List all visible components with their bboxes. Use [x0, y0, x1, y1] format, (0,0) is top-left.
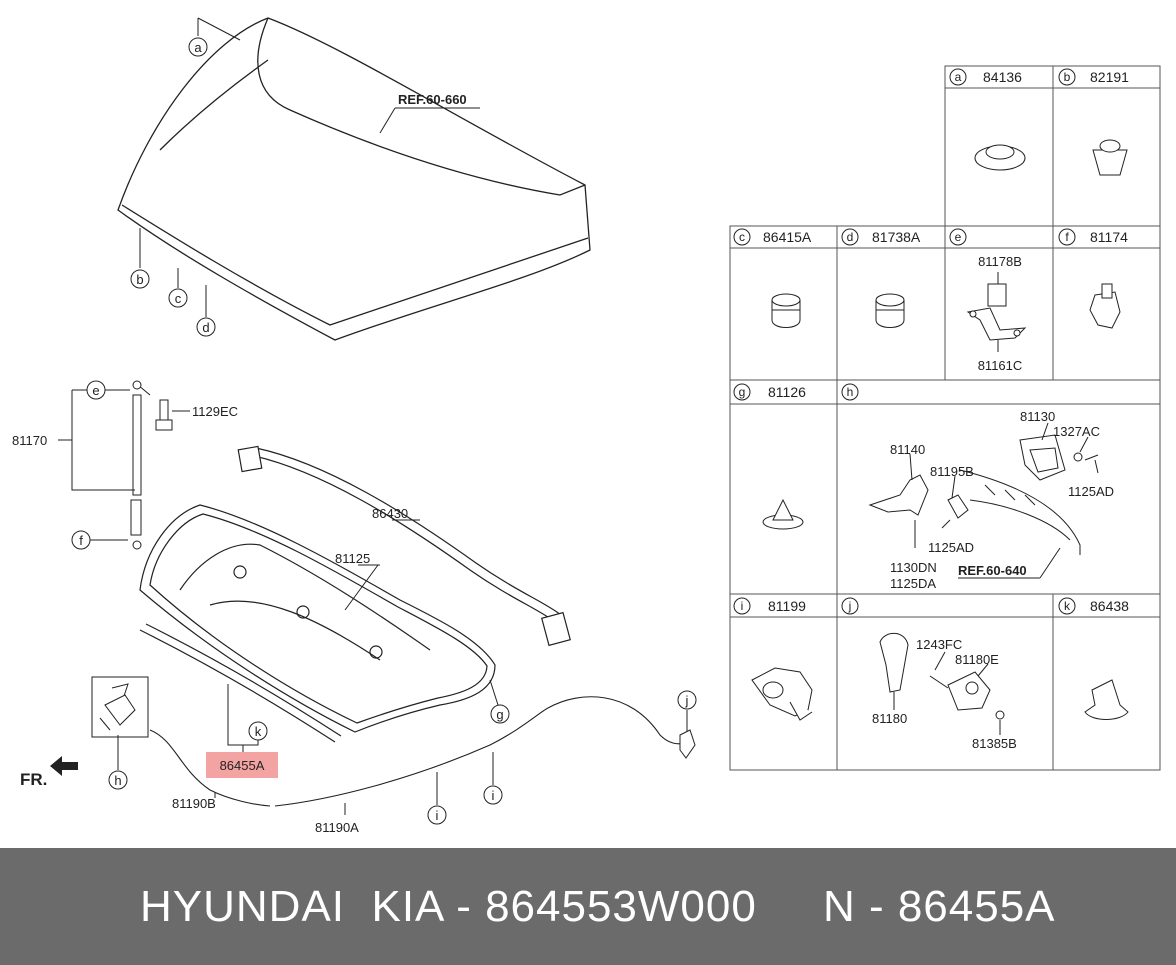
part-81125: 81125	[335, 551, 370, 566]
callout-i-lower: i	[436, 808, 439, 823]
table-code-81738A: 81738A	[872, 229, 921, 245]
callout-d: d	[202, 320, 209, 335]
callout-k: k	[255, 724, 262, 739]
callout-circles	[71, 37, 697, 825]
cable-clip-icon	[751, 667, 813, 721]
latch-assembly	[868, 434, 1099, 555]
table-letter-h: h	[847, 385, 854, 399]
front-arrow-icon	[50, 756, 78, 776]
table-h-1125AD-mid: 1125AD	[928, 540, 974, 555]
ref-hood-label: REF.60-660	[398, 92, 467, 107]
highlight-box	[206, 752, 278, 778]
table-letter-g: g	[739, 385, 746, 399]
footer-part-number: HYUNDAI KIA - 864553W000 N - 86455A	[140, 881, 1056, 931]
part-81190B: 81190B	[172, 796, 216, 811]
front-direction-label: FR.	[20, 770, 47, 789]
table-h-1125AD-right: 1125AD	[1068, 484, 1114, 499]
weatherstrip	[237, 445, 571, 647]
footer-bar: HYUNDAI KIA - 864553W000 N - 86455A	[0, 848, 1176, 965]
table-letter-k: k	[1064, 599, 1071, 613]
release-lever-icon	[879, 632, 1005, 720]
hood-lift-strut	[130, 380, 151, 550]
callout-i-upper: i	[492, 788, 495, 803]
part-86430: 86430	[372, 506, 408, 521]
callout-j: j	[685, 693, 689, 708]
table-e-81178B: 81178B	[978, 254, 1022, 269]
push-clip-icon	[762, 498, 804, 530]
table-letter-i: i	[741, 599, 744, 613]
table-letter-d: d	[847, 230, 854, 244]
table-j-81385B: 81385B	[972, 736, 1017, 751]
parts-table-grid	[729, 65, 1161, 771]
table-h-81130: 81130	[1020, 409, 1055, 424]
grommet-icon	[974, 144, 1026, 171]
callout-f: f	[79, 533, 83, 548]
table-code-81199: 81199	[768, 598, 806, 614]
hood-insulator-pad	[139, 504, 496, 733]
callout-c: c	[175, 291, 182, 306]
table-letter-e: e	[955, 230, 962, 244]
table-letter-a: a	[955, 70, 962, 84]
bolt-icon	[155, 399, 190, 431]
table-h-81195B: 81195B	[930, 464, 974, 479]
table-h-1130DN: 1130DN	[890, 560, 937, 575]
table-letter-j: j	[848, 599, 852, 613]
ref-latch-label: REF.60-640	[958, 563, 1027, 578]
callout-a: a	[194, 40, 202, 55]
table-j-81180: 81180	[872, 711, 907, 726]
table-code-81126: 81126	[768, 384, 806, 400]
callout-b: b	[136, 272, 143, 287]
table-code-81174: 81174	[1090, 229, 1128, 245]
bumper-icon-2	[875, 293, 905, 328]
part-81170: 81170	[12, 433, 47, 448]
highlighted-part-label: 86455A	[220, 758, 265, 773]
callout-h: h	[114, 773, 121, 788]
table-code-86438: 86438	[1090, 598, 1129, 614]
table-letter-circles	[733, 68, 1076, 615]
stopper-icon	[1092, 139, 1128, 176]
diagram-canvas: REF.60-660	[12, 17, 1161, 835]
release-handle-inset	[91, 676, 149, 738]
table-letter-b: b	[1064, 70, 1071, 84]
table-e-81161C: 81161C	[978, 358, 1023, 373]
table-letter-f: f	[1065, 230, 1069, 244]
table-code-82191: 82191	[1090, 69, 1129, 85]
parts-diagram: REF.60-660	[12, 17, 1161, 835]
part-1129EC: 1129EC	[192, 404, 238, 419]
table-code-86415A: 86415A	[763, 229, 812, 245]
strut-bracket-icon	[966, 283, 1027, 341]
clip-icon	[1089, 283, 1121, 329]
part-81190A: 81190A	[315, 820, 359, 835]
table-h-1327AC: 1327AC	[1053, 424, 1100, 439]
table-letter-c: c	[739, 230, 745, 244]
table-code-84136: 84136	[983, 69, 1022, 85]
table-j-1243FC: 1243FC	[916, 637, 962, 652]
table-h-1125DA: 1125DA	[890, 576, 936, 591]
table-j-81180E: 81180E	[955, 652, 999, 667]
hood-seal-strip	[139, 623, 342, 743]
table-h-81140: 81140	[890, 442, 925, 457]
callout-e: e	[92, 383, 99, 398]
bumper-icon	[771, 293, 801, 328]
pad-icon	[1084, 679, 1129, 720]
callout-g: g	[496, 707, 503, 722]
hood-panel	[117, 17, 591, 341]
release-cable	[149, 696, 689, 807]
